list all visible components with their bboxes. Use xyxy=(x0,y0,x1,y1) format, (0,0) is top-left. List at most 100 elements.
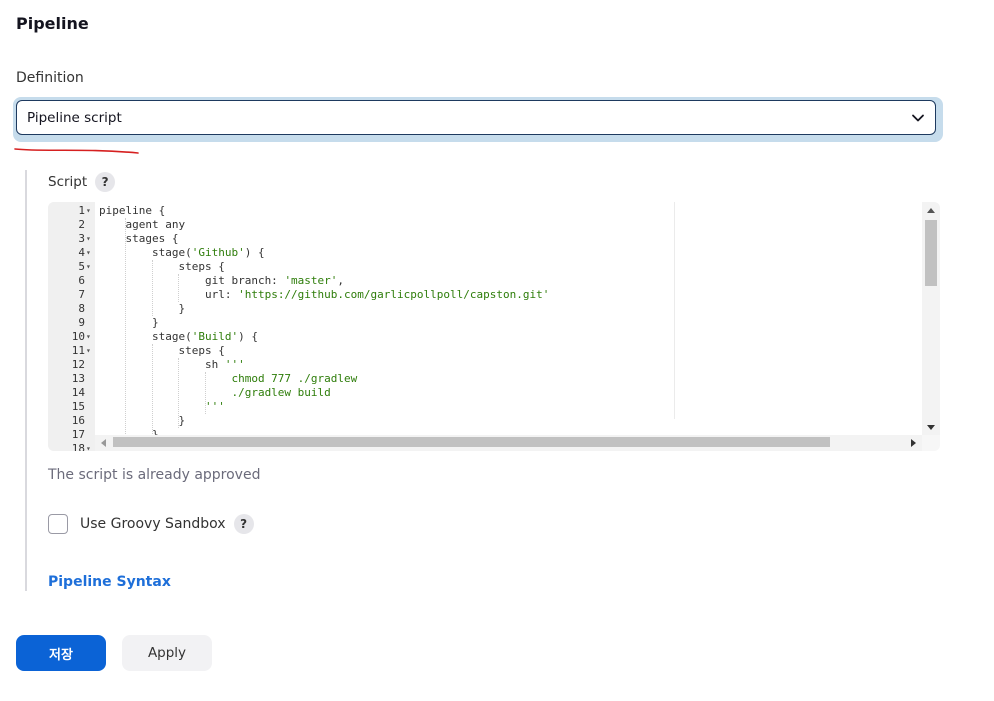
pipeline-syntax-link[interactable]: Pipeline Syntax xyxy=(48,574,171,590)
code-text: } xyxy=(99,316,159,329)
gutter-line: 8 xyxy=(48,302,95,316)
gutter-line: 17 xyxy=(48,428,95,442)
chevron-down-icon xyxy=(912,114,924,121)
code-line: git branch: 'master', xyxy=(95,274,922,288)
horizontal-scroll-thumb[interactable] xyxy=(113,437,830,447)
code-text: steps { xyxy=(99,344,225,357)
gutter-line: 9 xyxy=(48,316,95,330)
section-indent-bar xyxy=(25,170,27,591)
gutter-line: 11▾ xyxy=(48,344,95,358)
line-number: 6 xyxy=(78,274,85,287)
line-number: 8 xyxy=(78,302,85,315)
line-number: 16 xyxy=(71,414,85,427)
sandbox-help-icon[interactable]: ? xyxy=(233,514,254,534)
gutter-line: 3▾ xyxy=(48,232,95,246)
code-text: steps { xyxy=(99,260,225,273)
gutter-line: 16 xyxy=(48,414,95,428)
scroll-left-arrow-icon[interactable] xyxy=(100,439,106,447)
fold-toggle-icon[interactable]: ▾ xyxy=(86,234,91,243)
code-line: chmod 777 ./gradlew xyxy=(95,372,922,386)
script-approved-text: The script is already approved xyxy=(48,467,261,483)
code-line: } xyxy=(95,428,922,442)
line-number: 1 xyxy=(78,204,85,217)
line-number: 13 xyxy=(71,372,85,385)
line-number: 10 xyxy=(71,330,85,343)
groovy-sandbox-label[interactable]: Use Groovy Sandbox xyxy=(80,516,226,532)
gutter-line: 5▾ xyxy=(48,260,95,274)
code-text: stages { xyxy=(99,232,179,245)
code-text: ''' xyxy=(99,400,225,413)
fold-toggle-icon[interactable]: ▾ xyxy=(86,206,91,215)
definition-select-value: Pipeline script xyxy=(27,109,122,126)
editor-code-area[interactable]: pipeline { agent any stages { stage('Git… xyxy=(95,202,922,442)
gutter-line: 1▾ xyxy=(48,204,95,218)
script-help-icon[interactable]: ? xyxy=(95,172,116,192)
line-number: 2 xyxy=(78,218,85,231)
code-line: steps { xyxy=(95,344,922,358)
fold-toggle-icon[interactable]: ▾ xyxy=(86,346,91,355)
definition-select-focus-ring: Pipeline script xyxy=(13,97,943,142)
indent-guide xyxy=(204,372,206,414)
section-title: Pipeline xyxy=(16,14,89,33)
gutter-line: 10▾ xyxy=(48,330,95,344)
code-text: stage('Github') { xyxy=(99,246,265,259)
code-line: stage('Github') { xyxy=(95,246,922,260)
code-text: stage('Build') { xyxy=(99,330,258,343)
line-number: 3 xyxy=(78,232,85,245)
gutter-line: 2 xyxy=(48,218,95,232)
indent-guide xyxy=(178,274,180,302)
code-text: } xyxy=(99,414,186,427)
indent-guide xyxy=(151,344,153,442)
fold-toggle-icon[interactable]: ▾ xyxy=(86,262,91,271)
code-line: stage('Build') { xyxy=(95,330,922,344)
print-margin xyxy=(674,202,675,419)
code-line: ./gradlew build xyxy=(95,386,922,400)
code-line: } xyxy=(95,316,922,330)
code-line: agent any xyxy=(95,218,922,232)
gutter-line: 15 xyxy=(48,400,95,414)
line-number: 18 xyxy=(71,442,85,451)
fold-toggle-icon[interactable]: ▾ xyxy=(86,332,91,341)
line-number: 4 xyxy=(78,246,85,259)
line-number: 11 xyxy=(71,344,85,357)
scroll-right-arrow-icon[interactable] xyxy=(911,439,917,447)
code-line: steps { xyxy=(95,260,922,274)
code-text: } xyxy=(99,302,186,315)
code-line: sh ''' xyxy=(95,358,922,372)
vertical-scroll-thumb[interactable] xyxy=(925,220,937,286)
scroll-up-arrow-icon[interactable] xyxy=(927,207,935,213)
editor-vertical-scrollbar[interactable] xyxy=(922,202,940,435)
code-text: pipeline { xyxy=(99,204,166,217)
line-number: 9 xyxy=(78,316,85,329)
code-line: ''' xyxy=(95,400,922,414)
groovy-sandbox-checkbox[interactable] xyxy=(48,514,68,534)
line-number: 15 xyxy=(71,400,85,413)
script-label-row: Script ? xyxy=(48,172,116,192)
code-text: agent any xyxy=(99,218,186,231)
save-button[interactable]: 저장 xyxy=(16,635,106,671)
gutter-line: 7 xyxy=(48,288,95,302)
code-line: stages { xyxy=(95,232,922,246)
gutter-line: 6 xyxy=(48,274,95,288)
apply-button[interactable]: Apply xyxy=(122,635,212,671)
code-text: } xyxy=(99,428,159,442)
code-line: pipeline { xyxy=(95,204,922,218)
scroll-down-arrow-icon[interactable] xyxy=(927,425,935,431)
code-line: url: 'https://github.com/garlicpollpoll/… xyxy=(95,288,922,302)
indent-guide xyxy=(125,218,127,442)
code-text: sh ''' xyxy=(99,358,245,371)
fold-toggle-icon[interactable]: ▾ xyxy=(86,444,91,451)
fold-toggle-icon[interactable]: ▾ xyxy=(86,248,91,257)
code-text: chmod 777 ./gradlew xyxy=(99,372,358,385)
line-number: 5 xyxy=(78,260,85,273)
code-line: } xyxy=(95,302,922,316)
gutter-line: 13 xyxy=(48,372,95,386)
line-number: 12 xyxy=(71,358,85,371)
editor-horizontal-scrollbar[interactable] xyxy=(95,435,922,451)
red-underline-annotation xyxy=(14,148,139,154)
code-text: ./gradlew build xyxy=(99,386,331,399)
definition-select[interactable]: Pipeline script xyxy=(16,100,936,135)
indent-guide xyxy=(151,260,153,316)
